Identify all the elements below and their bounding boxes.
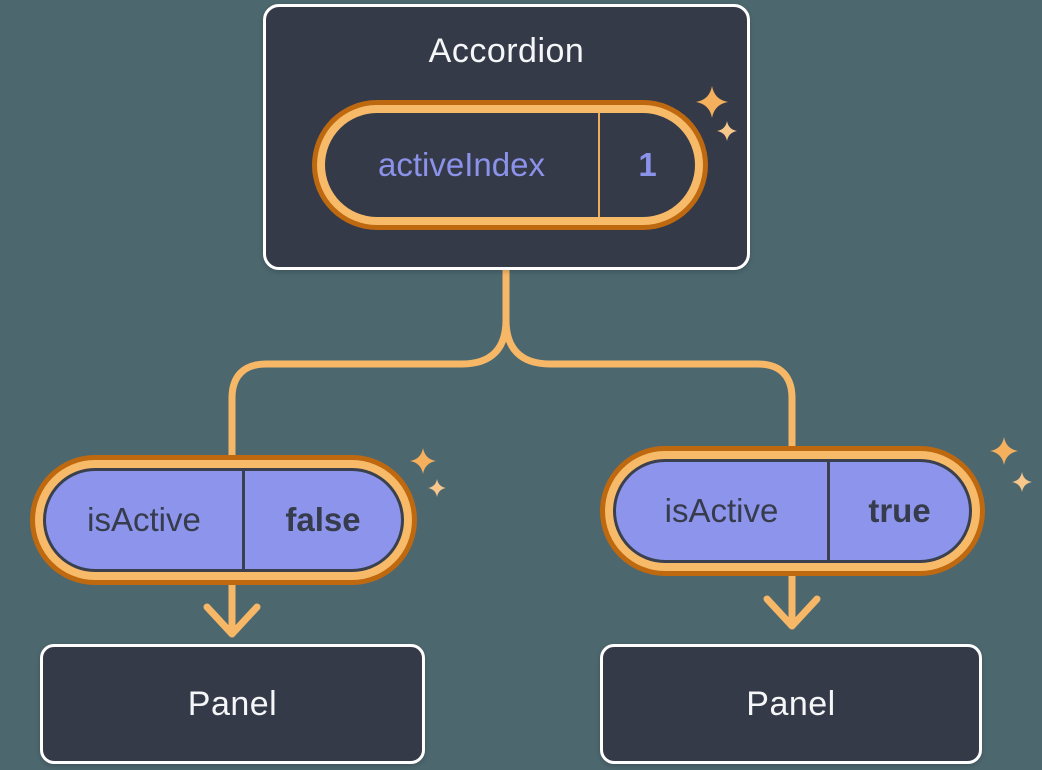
- tree-connector-right-branch: [502, 316, 796, 466]
- sparkle-icon: [696, 86, 737, 141]
- accordion-node-title: Accordion: [428, 32, 585, 70]
- prop-pill-label: isActive: [87, 501, 201, 538]
- prop-pill-ring: isActive false: [35, 460, 412, 580]
- prop-pill-label: isActive: [664, 492, 779, 529]
- accordion-state-pill: activeIndex 1: [312, 100, 708, 230]
- left-panel-node: Panel: [40, 644, 425, 764]
- state-pill-label: activeIndex: [378, 146, 545, 183]
- sparkle-icon: [410, 448, 446, 497]
- state-pill-value: 1: [598, 113, 695, 217]
- prop-pill-value: true: [827, 462, 969, 560]
- arrow-down-icon: [763, 572, 821, 630]
- arrow-down-icon: [203, 580, 261, 638]
- right-panel-node: Panel: [600, 644, 982, 764]
- state-pill-ring: activeIndex 1: [317, 105, 703, 225]
- sparkle-icon: [990, 437, 1032, 492]
- left-prop-pill: isActive false: [30, 455, 417, 585]
- right-prop-pill: isActive true: [600, 446, 985, 576]
- tree-connector-left-branch: [228, 266, 510, 476]
- prop-pill-value: false: [242, 471, 401, 569]
- prop-pill-ring: isActive true: [605, 451, 980, 571]
